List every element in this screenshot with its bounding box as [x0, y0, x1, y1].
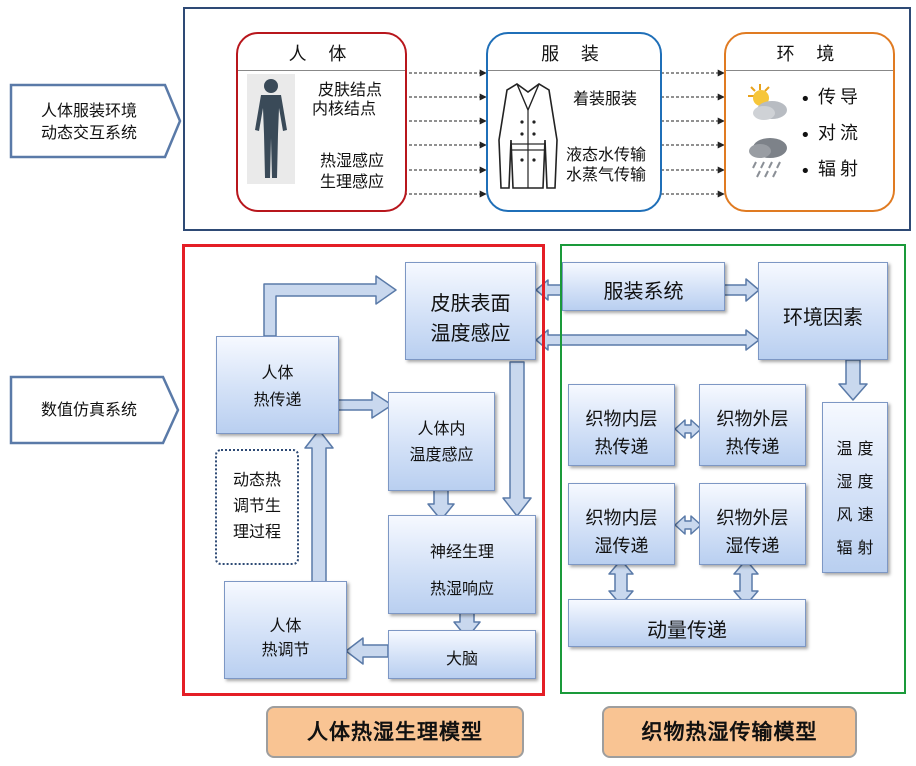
side-label-shape-top — [9, 83, 182, 159]
arrow-brain-to-reg — [345, 637, 389, 665]
environment-title: 环 境 — [776, 44, 843, 65]
human-body-icon — [255, 79, 287, 178]
dynamic-regulation-box: 动态热 调节生 理过程 — [215, 449, 299, 565]
fabric-model-tag-label: 织物热湿传输模型 — [641, 719, 818, 744]
side-label-top-line1: 人体服装环境 — [40, 101, 137, 120]
regulation-box: 人体 热调节 — [224, 581, 347, 679]
clothing-vapor-transfer: 水蒸气传输 — [566, 165, 647, 184]
environment-container: 环 境 — [724, 32, 895, 212]
env-factor-label: 环境因素 — [783, 305, 863, 329]
heat-transfer-box: 人体 热传递 — [216, 336, 339, 434]
rain-cloud-icon — [749, 138, 787, 178]
dotted-arrows — [394, 69, 725, 198]
body-model-panel — [182, 244, 545, 696]
arrow-skin-to-nerve — [502, 361, 532, 517]
side-label-top-line2: 动态交互系统 — [40, 123, 137, 142]
dynamic-regulation-line2: 调节生 — [232, 496, 281, 515]
heat-transfer-line2: 热传递 — [253, 390, 302, 409]
env-bullet-2: • — [800, 125, 811, 146]
outer-moist-box: 织物外层 湿传递 — [699, 483, 806, 565]
skin-surface-line1: 皮肤表面 — [430, 291, 511, 315]
environment-title-divider — [726, 70, 893, 71]
side-label-shape-sim — [9, 375, 180, 445]
arrow-reg-to-heat — [304, 429, 334, 583]
inner-moist-line2: 湿传递 — [594, 536, 649, 557]
dynamic-regulation-line3: 理过程 — [232, 522, 281, 541]
nerve-response-line1: 神经生理 — [429, 542, 494, 561]
outer-heat-line2: 热传递 — [725, 437, 780, 458]
regulation-line1: 人体 — [269, 616, 302, 635]
heat-transfer-line1: 人体 — [261, 363, 294, 382]
interaction-system-panel — [183, 7, 911, 231]
momentum-box: 动量传递 — [568, 599, 806, 647]
human-title: 人 体 — [288, 44, 355, 65]
env-radiation: 辐射 — [818, 159, 862, 180]
brain-label: 大脑 — [445, 649, 478, 668]
clothing-liquid-transfer: 液态水传输 — [566, 145, 647, 164]
env-param-radiation: 辐 射 — [836, 538, 874, 557]
coat-icon — [498, 83, 558, 189]
outer-moist-line1: 织物外层 — [716, 508, 789, 529]
inner-moist-line1: 织物内层 — [585, 508, 658, 529]
clothing-system-box: 服装系统 — [562, 262, 725, 311]
nerve-response-line2: 热湿响应 — [429, 579, 494, 598]
regulation-line2: 热调节 — [261, 640, 310, 659]
brain-box: 大脑 — [388, 630, 536, 679]
inner-heat-box: 织物内层 热传递 — [568, 384, 675, 466]
inner-heat-line1: 织物内层 — [585, 409, 658, 430]
fabric-model-panel — [560, 244, 906, 694]
inner-moist-box: 织物内层 湿传递 — [568, 483, 675, 565]
human-thermal-sense: 热湿感应 — [320, 151, 385, 170]
env-param-humidity: 湿 度 — [836, 472, 874, 491]
human-title-divider — [238, 70, 405, 71]
outer-moist-line2: 湿传递 — [725, 536, 780, 557]
momentum-label: 动量传递 — [647, 618, 727, 642]
skin-surface-box: 皮肤表面 温度感应 — [405, 262, 536, 360]
env-param-wind: 风 速 — [836, 505, 874, 524]
human-figure-image — [247, 74, 295, 184]
body-model-tag-label: 人体热湿生理模型 — [307, 719, 483, 744]
env-convection: 对流 — [818, 123, 862, 144]
body-model-tag: 人体热湿生理模型 — [266, 706, 524, 758]
outer-heat-box: 织物外层 热传递 — [699, 384, 806, 466]
human-core-node: 内核结点 — [312, 99, 377, 118]
sun-cloud-icon — [748, 84, 787, 120]
env-conduction: 传导 — [818, 87, 862, 108]
side-label-sim: 数值仿真系统 — [40, 400, 137, 419]
dynamic-regulation-line1: 动态热 — [232, 470, 281, 489]
human-physio-sense: 生理感应 — [320, 172, 385, 191]
clothing-system-label: 服装系统 — [603, 279, 684, 303]
clothing-title-divider — [488, 70, 660, 71]
fabric-model-tag: 织物热湿传输模型 — [602, 706, 857, 758]
human-skin-node: 皮肤结点 — [318, 80, 383, 99]
internal-temp-line2: 温度感应 — [409, 445, 474, 464]
inner-heat-line2: 热传递 — [594, 437, 649, 458]
skin-surface-line2: 温度感应 — [430, 321, 511, 345]
outer-heat-line1: 织物外层 — [716, 409, 789, 430]
env-params-box: 温 度 湿 度 风 速 辐 射 — [822, 402, 888, 573]
env-bullet-1: • — [800, 89, 811, 110]
arrow-heat-to-skin — [263, 275, 397, 337]
arrow-env-to-params — [838, 359, 868, 401]
env-bullet-3: • — [800, 161, 811, 182]
clothing-title: 服 装 — [541, 44, 607, 65]
internal-temp-box: 人体内 温度感应 — [388, 392, 495, 491]
clothing-wearing: 着装服装 — [573, 89, 638, 108]
env-factor-box: 环境因素 — [758, 262, 888, 360]
nerve-response-box: 神经生理 热湿响应 — [388, 515, 536, 614]
internal-temp-line1: 人体内 — [417, 419, 466, 438]
env-param-temperature: 温 度 — [836, 439, 874, 458]
